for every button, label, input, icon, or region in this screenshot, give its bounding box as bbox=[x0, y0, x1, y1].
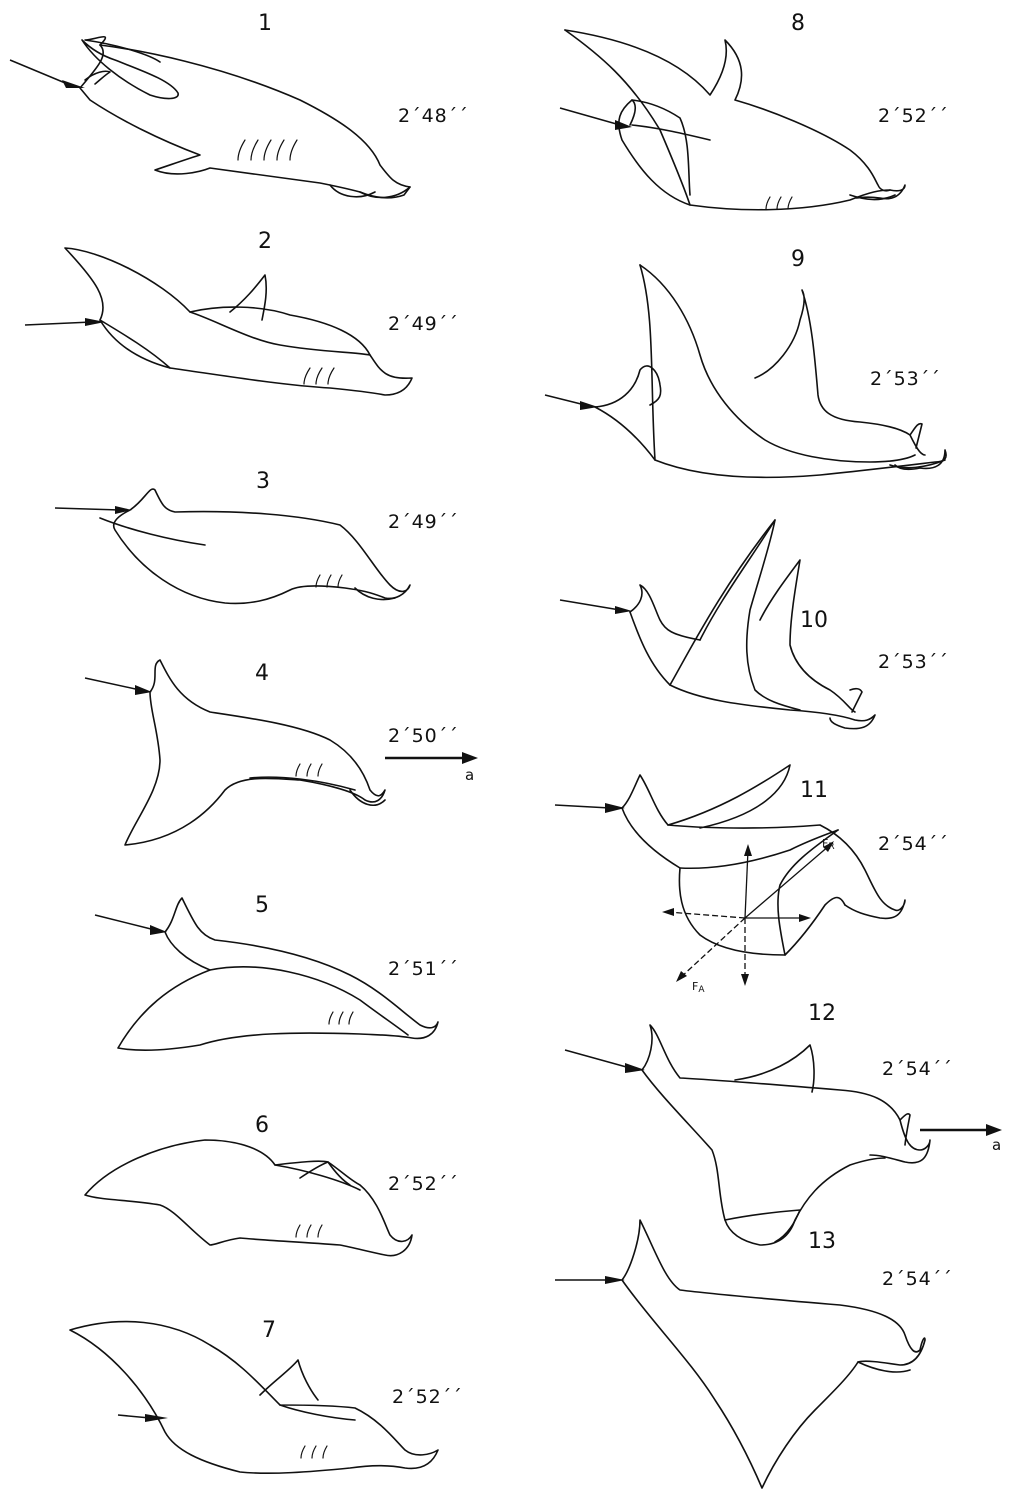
panel-5: 5 2´51´´ bbox=[95, 893, 459, 1050]
panel-number-13: 13 bbox=[808, 1229, 836, 1254]
panel-time-11: 2´54´´ bbox=[878, 833, 949, 855]
force-fr-sub: R bbox=[828, 842, 834, 852]
gill-slits bbox=[316, 575, 342, 587]
panel-time-13: 2´54´´ bbox=[882, 1268, 953, 1290]
force-vectors bbox=[662, 841, 834, 986]
panel-11: FR FA 11 2´54´´ bbox=[555, 765, 949, 995]
gill-slits bbox=[296, 764, 322, 776]
acceleration-arrow-12 bbox=[920, 1124, 1002, 1136]
panel-time-8: 2´52´´ bbox=[878, 105, 949, 127]
panel-number-8: 8 bbox=[791, 11, 805, 36]
panel-10: 10 2´53´´ bbox=[560, 520, 949, 729]
force-label-fr: FR bbox=[822, 837, 835, 852]
panel-time-2: 2´49´´ bbox=[388, 313, 459, 335]
panel-time-1: 2´48´´ bbox=[398, 105, 469, 127]
gill-slits bbox=[766, 197, 792, 209]
panel-8: 8 2´52´´ bbox=[560, 11, 949, 210]
panel-time-3: 2´49´´ bbox=[388, 511, 459, 533]
panel-number-2: 2 bbox=[258, 229, 272, 254]
panel-number-7: 7 bbox=[262, 1318, 276, 1343]
gill-slits bbox=[301, 1446, 327, 1458]
panel-time-5: 2´51´´ bbox=[388, 958, 459, 980]
panel-number-6: 6 bbox=[255, 1113, 269, 1138]
panel-12: a 12 2´54´´ bbox=[565, 1001, 1002, 1245]
force-label-fa: FA bbox=[692, 980, 705, 995]
panel-time-7: 2´52´´ bbox=[392, 1386, 463, 1408]
panel-7: 7 2´52´´ bbox=[70, 1318, 463, 1473]
panel-number-3: 3 bbox=[256, 469, 270, 494]
panel-2: 2 2´49´´ bbox=[25, 229, 459, 395]
panel-number-5: 5 bbox=[255, 893, 269, 918]
panel-time-12: 2´54´´ bbox=[882, 1058, 953, 1080]
panel-number-11: 11 bbox=[800, 778, 828, 803]
panel-number-4: 4 bbox=[255, 661, 269, 686]
panel-1: 1 2´48´´ bbox=[10, 11, 469, 198]
panel-4: a 4 2´50´´ bbox=[85, 660, 478, 845]
gill-slits bbox=[296, 1225, 322, 1237]
gill-slits bbox=[238, 140, 297, 160]
panel-9: 9 2´53´´ bbox=[545, 247, 946, 477]
panel-time-9: 2´53´´ bbox=[870, 368, 941, 390]
panel-number-1: 1 bbox=[258, 11, 272, 36]
panel-time-10: 2´53´´ bbox=[878, 651, 949, 673]
panel-13: 13 2´54´´ bbox=[555, 1220, 953, 1488]
acceleration-arrow-4 bbox=[385, 752, 478, 764]
gill-slits bbox=[329, 1012, 353, 1024]
panel-number-12: 12 bbox=[808, 1001, 836, 1026]
panel-number-10: 10 bbox=[800, 608, 828, 633]
gill-slits bbox=[304, 368, 334, 384]
panel-6: 6 2´52´´ bbox=[85, 1113, 459, 1256]
panel-number-9: 9 bbox=[791, 247, 805, 272]
panel-3: 3 2´49´´ bbox=[55, 469, 459, 603]
panel-time-4: 2´50´´ bbox=[388, 725, 459, 747]
arrow-label-4: a bbox=[465, 766, 474, 784]
arrow-label-12: a bbox=[992, 1136, 1001, 1154]
force-fa-sub: A bbox=[698, 985, 705, 995]
panel-time-6: 2´52´´ bbox=[388, 1173, 459, 1195]
